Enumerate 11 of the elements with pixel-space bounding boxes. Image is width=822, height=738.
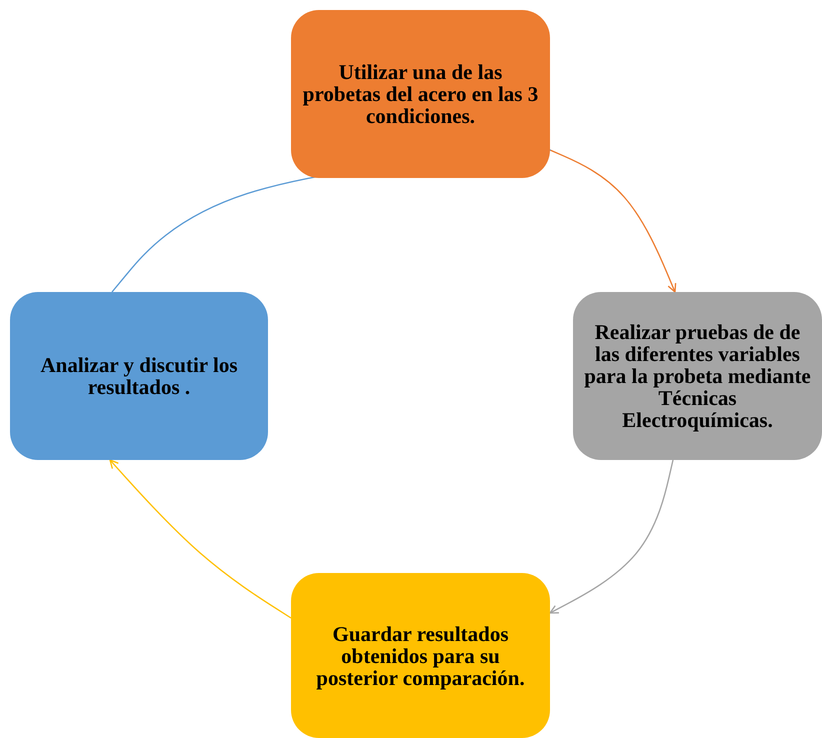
step-text: Utilizar una de las probetas del acero en las 3 condiciones. xyxy=(302,61,540,127)
step-text: Analizar y discutir los resultados . xyxy=(40,354,238,398)
step-text: Realizar pruebas de de las diferentes variables para la probeta mediante Técnicas Electroquímicas. xyxy=(583,321,812,431)
curved-arrow xyxy=(550,149,676,293)
process-box xyxy=(291,573,550,738)
step-text: Guardar resultados obtenidos para su posterior comparación. xyxy=(315,622,526,688)
curved-arrow xyxy=(109,459,292,619)
process-box xyxy=(291,10,550,178)
process-box xyxy=(573,292,822,460)
curved-arrow xyxy=(549,460,674,614)
process-box xyxy=(10,292,268,460)
